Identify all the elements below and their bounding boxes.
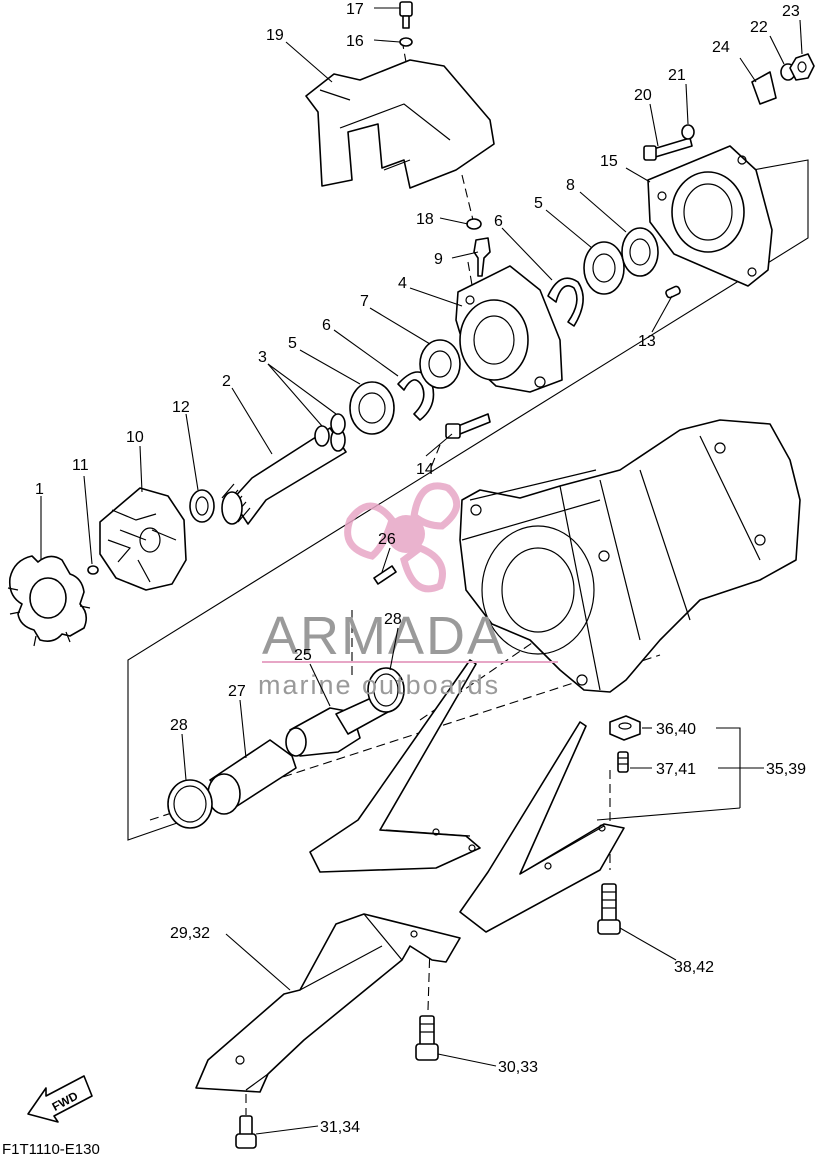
label-16: 16 [346, 33, 364, 50]
label-5-front: 5 [288, 335, 297, 352]
part-16-washer [399, 37, 413, 47]
label-6-rear: 6 [494, 213, 503, 230]
part-8-bearing [621, 227, 659, 277]
label-30-33: 30,33 [498, 1059, 538, 1076]
label-25: 25 [294, 647, 312, 664]
part-11-pin [87, 565, 99, 575]
label-23: 23 [782, 3, 800, 20]
watermark-logo [344, 482, 461, 593]
part-24-bracket [751, 71, 777, 105]
watermark-brand: ARMADA [262, 606, 505, 666]
label-28-upper: 28 [384, 611, 402, 628]
part-21-washer [681, 124, 695, 140]
fwd-arrow-icon: FWD [27, 1075, 93, 1123]
label-20: 20 [634, 87, 652, 104]
part-30-33-bolt [415, 1015, 439, 1061]
part-37-41-bolt [617, 751, 629, 773]
leader-lines [40, 7, 803, 1135]
part-27-hose [207, 739, 297, 815]
label-35-39: 35,39 [766, 761, 806, 778]
part-5-bearing-rear [583, 241, 625, 295]
part-labels: 1 11 10 12 2 3 5 6 7 4 9 18 6 5 8 15 13 … [35, 1, 806, 1136]
part-6-circlip-rear [547, 277, 584, 327]
part-38-42-bolt [597, 883, 621, 935]
drawing-code: F1T1110-E130 [2, 1141, 100, 1158]
part-28-clamp-lower [167, 779, 213, 829]
part-13-dowel-pin [665, 285, 681, 299]
label-37-41: 37,41 [656, 761, 696, 778]
label-29-32: 29,32 [170, 925, 210, 942]
label-38-42: 38,42 [674, 959, 714, 976]
part-1-impeller [7, 555, 91, 647]
part-14-bolt [445, 413, 491, 439]
part-20-bolt [643, 137, 693, 161]
label-36-40: 36,40 [656, 721, 696, 738]
label-26: 26 [378, 531, 396, 548]
label-27: 27 [228, 683, 246, 700]
label-4: 4 [398, 275, 407, 292]
label-17: 17 [346, 1, 364, 18]
part-36-40-rubber [609, 715, 641, 741]
label-9: 9 [434, 251, 443, 268]
part-10-coupling [99, 487, 187, 591]
label-3: 3 [258, 349, 267, 366]
label-1: 1 [35, 481, 44, 498]
label-14: 14 [416, 461, 434, 478]
watermark-tagline: marine outboards [258, 670, 500, 700]
part-19-cover [305, 59, 495, 189]
part-18-cap [466, 218, 482, 230]
label-19: 19 [266, 27, 284, 44]
label-10: 10 [126, 429, 144, 446]
part-9-grease-nipple [473, 237, 491, 277]
jet-pump-housing [459, 419, 801, 693]
part-2-drive-shaft [221, 427, 347, 525]
part-12-seal [189, 489, 215, 523]
part-17-bolt [399, 1, 413, 29]
part-31-34-bolt [235, 1115, 257, 1149]
label-7: 7 [360, 293, 369, 310]
label-6-front: 6 [322, 317, 331, 334]
part-29-32-bracket [195, 913, 461, 1093]
label-18: 18 [416, 211, 434, 228]
part-7-bearing [419, 339, 461, 389]
label-21: 21 [668, 67, 686, 84]
part-5-bearing-front [349, 381, 395, 435]
part-23-nut [789, 53, 815, 81]
part-26-screw [373, 565, 397, 585]
label-12: 12 [172, 399, 190, 416]
part-28-clamp-upper [367, 667, 405, 713]
part-35-39-bracket [309, 659, 625, 933]
part-4-bearing-housing [455, 265, 563, 393]
part-15-flange-plate [647, 145, 773, 287]
label-8: 8 [566, 177, 575, 194]
label-22: 22 [750, 19, 768, 36]
label-31-34: 31,34 [320, 1119, 360, 1136]
label-2: 2 [222, 373, 231, 390]
label-15: 15 [600, 153, 618, 170]
label-11: 11 [72, 457, 89, 474]
label-5-rear: 5 [534, 195, 543, 212]
label-13: 13 [638, 333, 656, 350]
label-24: 24 [712, 39, 730, 56]
label-28-lower: 28 [170, 717, 188, 734]
